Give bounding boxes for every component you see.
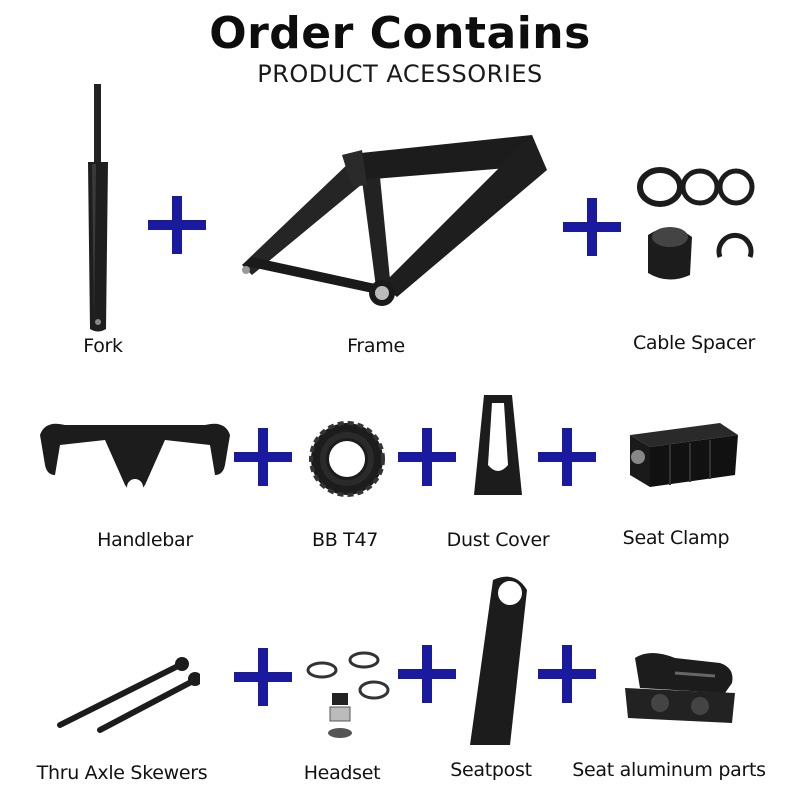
plus-icon	[234, 428, 292, 486]
plus-icon	[398, 428, 456, 486]
fork-icon	[78, 84, 118, 334]
headset-icon	[302, 645, 397, 745]
item-label-handlebar: Handlebar	[97, 529, 193, 551]
cable-spacer-icon	[630, 165, 770, 285]
thru-axle-icon	[50, 655, 200, 735]
item-label-headset: Headset	[303, 762, 381, 784]
page-title: Order Contains	[209, 8, 591, 59]
seatpost-icon	[465, 575, 535, 750]
bottom-bracket-icon	[308, 420, 386, 498]
handlebar-icon	[35, 415, 235, 505]
dust-cover-icon	[470, 395, 526, 500]
item-label-fork: Fork	[83, 335, 123, 357]
plus-icon	[148, 196, 206, 254]
plus-icon	[398, 645, 456, 703]
item-label-bb-t47: BB T47	[311, 529, 379, 551]
item-label-thru-axle-skewers: Thru Axle Skewers	[36, 762, 208, 784]
item-label-seatpost: Seatpost	[450, 759, 532, 781]
item-label-cable-spacer: Cable Spacer	[632, 332, 756, 354]
plus-icon	[563, 198, 621, 256]
item-label-seat-aluminum-parts: Seat aluminum parts	[572, 759, 766, 781]
item-label-frame: Frame	[347, 335, 405, 357]
plus-icon	[234, 648, 292, 706]
page-subtitle: PRODUCT ACESSORIES	[257, 60, 543, 88]
seat-aluminum-parts-icon	[620, 648, 740, 728]
plus-icon	[538, 645, 596, 703]
plus-icon	[538, 428, 596, 486]
item-label-seat-clamp: Seat Clamp	[622, 527, 730, 549]
item-label-dust-cover: Dust Cover	[446, 529, 550, 551]
seat-clamp-icon	[620, 415, 740, 495]
frame-icon	[232, 125, 562, 315]
